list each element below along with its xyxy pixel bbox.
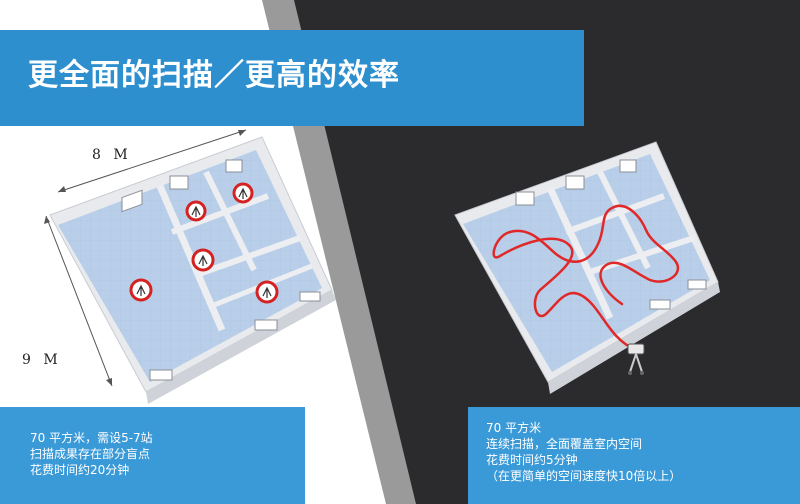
right-caption-line-2: 连续扫描，全面覆盖室内空间 (486, 437, 643, 451)
right-caption-band (468, 407, 800, 504)
right-caption-line-3: 花费时间约5分钟 (486, 453, 578, 467)
right-caption-line-4: （在更简单的空间速度快10倍以上） (486, 469, 682, 483)
depth-dimension-label: 9 M (22, 352, 62, 368)
scan-path (492, 204, 680, 352)
left-caption: 70 平方米，需设5-7站 扫描成果存在部分盲点 花费时间约20分钟 (30, 430, 153, 478)
title-band (0, 30, 584, 126)
left-caption-line-2: 扫描成果存在部分盲点 (30, 447, 151, 461)
depth-dimension-line (44, 215, 113, 387)
page-title: 更全面的扫描／更高的效率 (28, 58, 400, 93)
left-caption-line-1: 70 平方米，需设5-7站 (30, 431, 153, 445)
width-dimension-label: 8 M (92, 147, 132, 163)
scan-station-markers (129, 182, 279, 304)
scan-station-4 (191, 248, 215, 272)
width-dimension-line (57, 129, 247, 193)
scan-station-2 (185, 200, 207, 222)
right-caption: 70 平方米 连续扫描，全面覆盖室内空间 花费时间约5分钟 （在更简单的空间速度… (486, 420, 681, 484)
right-caption-line-1: 70 平方米 (486, 421, 542, 435)
left-floor-plan (49, 136, 336, 404)
left-caption-band (0, 407, 305, 504)
left-caption-line-3: 花费时间约20分钟 (30, 463, 130, 477)
right-floor-plan (454, 141, 720, 394)
scan-station-3 (232, 182, 254, 204)
scanner-device-icon (627, 343, 645, 375)
scan-station-5 (255, 280, 279, 304)
scan-station-1 (129, 278, 153, 302)
